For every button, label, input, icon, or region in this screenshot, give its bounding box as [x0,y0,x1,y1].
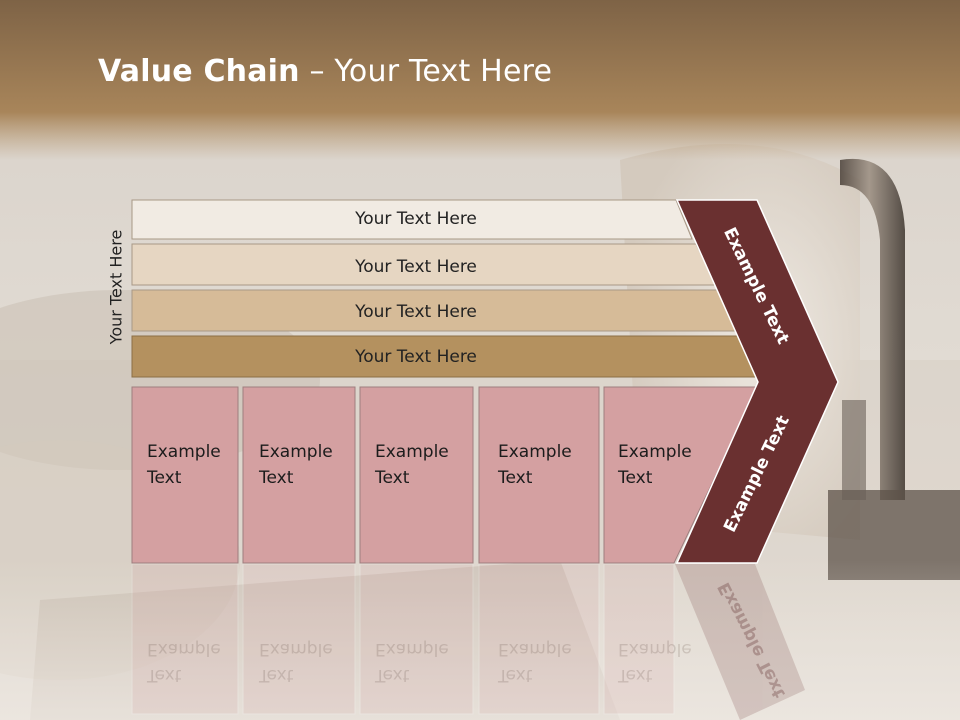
box-5[interactable] [603,386,759,564]
reflection-box-4-line2: Text [498,665,533,685]
reflection-box-2-line2: Text [259,665,294,685]
box-3-line1: Example [375,442,449,462]
box-2-line2: Text [259,468,294,488]
box-5-line1: Example [618,442,692,462]
box-3-line2: Text [375,468,410,488]
box-4[interactable] [478,386,600,564]
bar-2-label: Your Text Here [355,257,477,277]
box-2-text: Example Text [259,439,333,491]
reflection-box-5-line1: Example [618,639,692,659]
box-2-line1: Example [259,442,333,462]
reflection-box-3-line2: Text [375,665,410,685]
page-title-rest: – Your Text Here [299,54,553,89]
box-3-text: Example Text [375,439,449,491]
reflection-box-1-line1: Example [147,639,221,659]
reflection-box-3-line1: Example [375,639,449,659]
bar-1[interactable] [131,199,693,240]
chevron-arrow[interactable] [675,199,839,564]
bar-4-label: Your Text Here [355,347,477,367]
reflection-box-2: Text Example [259,636,333,688]
box-3[interactable] [359,386,474,564]
reflection-box-1-line2: Text [147,665,182,685]
box-2[interactable] [242,386,356,564]
box-5-line2: Text [618,468,653,488]
box-1[interactable] [131,386,239,564]
reflection-box-1: Text Example [147,636,221,688]
page-title-bold: Value Chain [98,54,300,89]
reflection-box-3: Text Example [375,636,449,688]
box-1-text: Example Text [147,439,221,491]
box-1-line2: Text [147,468,182,488]
box-1-line1: Example [147,442,221,462]
reflection-box-4: Text Example [498,636,572,688]
bar-1-label: Your Text Here [355,209,477,229]
reflection-box-4-line1: Example [498,639,572,659]
reflection [131,563,805,720]
bar-3-label: Your Text Here [355,302,477,322]
box-4-line1: Example [498,442,572,462]
box-5-text: Example Text [618,439,692,491]
box-4-text: Example Text [498,439,572,491]
reflection-box-5-line2: Text [618,665,653,685]
reflection-box-5: Text Example [618,636,692,688]
page-title: Value Chain – Your Text Here [98,54,552,89]
reflection-box-2-line1: Example [259,639,333,659]
box-4-line2: Text [498,468,533,488]
